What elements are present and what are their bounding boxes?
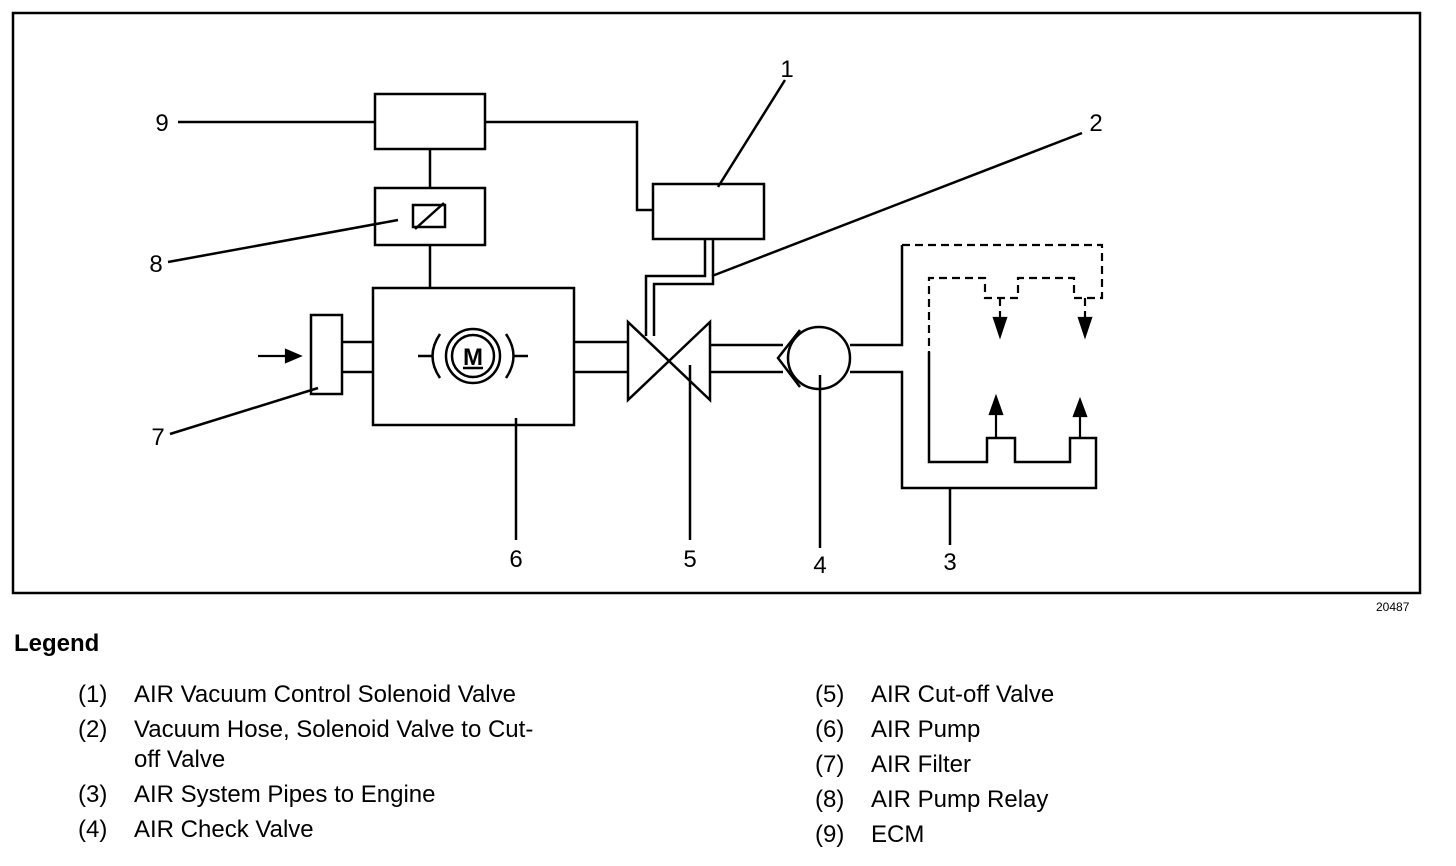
solenoid-valve-box (651, 182, 766, 241)
legend-item: (4) AIR Check Valve (78, 815, 638, 845)
callout-8: 8 (149, 251, 162, 278)
leader-7 (169, 386, 319, 436)
port-arrow-left-head (988, 393, 1004, 416)
engine-pipe-dashed-outer (902, 243, 1104, 352)
cut-off-valve (626, 319, 712, 403)
legend-item-text: AIR Check Valve (134, 816, 314, 843)
legend-item-number: (5) (815, 681, 845, 708)
leader-2 (711, 131, 1083, 278)
legend-item: (8) AIR Pump Relay (815, 785, 1375, 815)
legend-item-text: AIR Pump Relay (871, 786, 1049, 813)
callout-2: 2 (1089, 110, 1102, 137)
engine-pipe-top (850, 245, 904, 347)
motor-circle-inner (450, 333, 496, 379)
ecm-solenoid-wire (485, 120, 653, 212)
check-valve-seat (776, 329, 801, 388)
legend-item-number: (6) (815, 716, 845, 743)
air-pump-box (371, 286, 576, 427)
relay-coil (411, 203, 447, 229)
vacuum-hose-inner (652, 239, 715, 336)
callout-4: 4 (813, 552, 826, 579)
leader-1 (716, 79, 787, 188)
vacuum-hose-outer (644, 239, 707, 336)
legend-item: (7) AIR Filter (815, 750, 1375, 780)
figure-id: 20487 (1376, 600, 1410, 614)
legend-item-text: Vacuum Hose, Solenoid Valve to Cut-off V… (134, 716, 534, 773)
legend-item-number: (3) (78, 781, 108, 808)
legend-item-number: (1) (78, 681, 108, 708)
air-system-diagram: M 1 2 3 4 5 6 7 8 9 (11, 11, 1422, 595)
legend-item-number: (2) (78, 716, 108, 743)
port-arrow-right-head (1072, 396, 1088, 418)
legend-item: (5) AIR Cut-off Valve (815, 680, 1375, 710)
intake-arrow-head (284, 348, 303, 364)
legend-item-number: (8) (815, 786, 845, 813)
leader-8 (167, 218, 399, 264)
legend-item: (2) Vacuum Hose, Solenoid Valve to Cut-o… (78, 715, 638, 775)
legend-item-text: AIR Filter (871, 751, 972, 778)
legend-item-number: (4) (78, 816, 108, 843)
callout-9: 9 (155, 110, 168, 137)
legend-item: (3) AIR System Pipes to Engine (78, 780, 638, 810)
engine-pipe-bottom (850, 352, 1098, 490)
motor-bracket-right (504, 333, 515, 379)
ecm-box (373, 92, 487, 151)
callout-6: 6 (509, 546, 522, 573)
legend-column-left: (1) AIR Vacuum Control Solenoid Valve (2… (78, 680, 638, 850)
legend-item: (1) AIR Vacuum Control Solenoid Valve (78, 680, 638, 710)
legend-item-number: (9) (815, 821, 845, 848)
dash-arrow-right (1077, 316, 1093, 340)
legend-title: Legend (14, 630, 100, 657)
air-filter-box (309, 313, 344, 396)
legend-item-text: AIR System Pipes to Engine (134, 781, 436, 808)
legend-item-text: AIR Pump (871, 716, 981, 743)
relay-coil-slash (414, 202, 445, 230)
legend-item-text: AIR Vacuum Control Solenoid Valve (134, 681, 516, 708)
callout-5: 5 (683, 546, 696, 573)
callout-1: 1 (780, 56, 793, 83)
legend-item-text: ECM (871, 821, 925, 848)
callout-3: 3 (943, 549, 956, 576)
motor-circle-outer (444, 327, 502, 385)
motor-bracket-left (431, 333, 442, 379)
diagram-frame (11, 11, 1422, 595)
legend-column-right: (5) AIR Cut-off Valve (6) AIR Pump (7) A… (815, 680, 1375, 855)
legend-item: (9) ECM (815, 820, 1375, 850)
legend-item: (6) AIR Pump (815, 715, 1375, 745)
legend-item-number: (7) (815, 751, 845, 778)
legend-item-text: AIR Cut-off Valve (871, 681, 1055, 708)
dash-arrow-left (992, 316, 1008, 340)
callout-7: 7 (151, 424, 164, 451)
motor-label: M (463, 344, 483, 371)
